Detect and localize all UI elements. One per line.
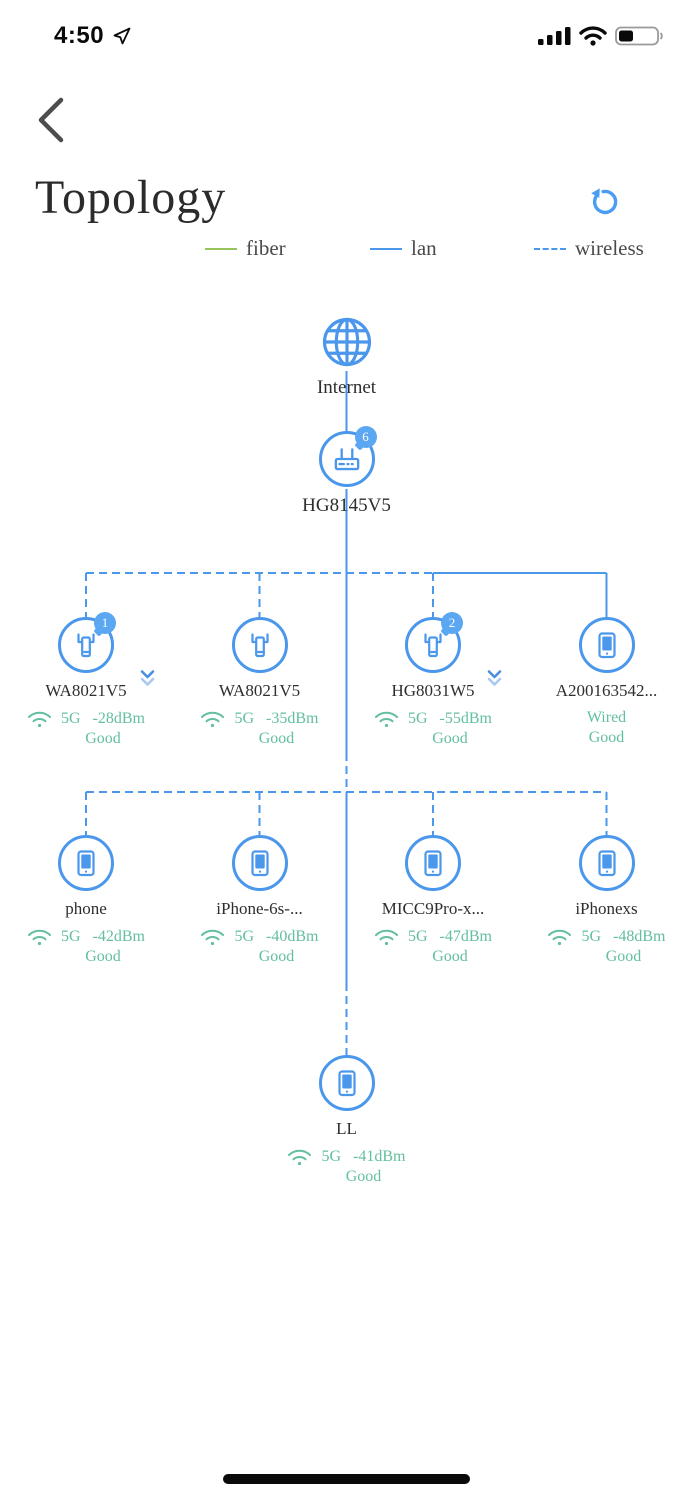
- signal-status: 5G-55dBm Good: [374, 709, 492, 748]
- signal-status: 5G-35dBm Good: [200, 709, 319, 748]
- wifi-signal-icon: [27, 711, 51, 728]
- expand-chevron-icon[interactable]: [486, 668, 503, 688]
- phone-icon[interactable]: [578, 835, 635, 891]
- legend-lan-label: lan: [411, 236, 437, 260]
- node-device[interactable]: 2 HG8031W5 5G-55dBm Good: [358, 612, 508, 748]
- node-label: iPhone-6s-...: [216, 899, 303, 918]
- cellular-signal-icon: [538, 27, 571, 45]
- legend-lan: lan: [370, 236, 437, 261]
- wifi-extender-icon[interactable]: 2: [405, 612, 463, 673]
- clock: 4:50: [54, 22, 105, 49]
- fiber-line-swatch: [205, 247, 237, 250]
- location-arrow-icon: [113, 27, 131, 45]
- client-count-badge: 6: [354, 426, 377, 448]
- signal-status: 5G-40dBm Good: [200, 927, 319, 966]
- wifi-status-icon: [579, 26, 607, 46]
- refresh-button[interactable]: [586, 184, 624, 222]
- signal-status: 5G-28dBm Good: [27, 709, 145, 748]
- node-label: HG8145V5: [302, 495, 391, 516]
- wireless-line-swatch: [534, 247, 566, 250]
- phone-icon[interactable]: [58, 835, 114, 891]
- node-label: phone: [65, 899, 107, 918]
- lan-line-swatch: [370, 247, 402, 250]
- wifi-extender-icon[interactable]: 1: [58, 612, 116, 673]
- status-bar: 4:50: [0, 0, 693, 56]
- node-device[interactable]: MICC9Pro-x... 5G-47dBm Good: [358, 835, 508, 966]
- phone-icon[interactable]: [318, 1055, 375, 1111]
- node-label: MICC9Pro-x...: [381, 899, 485, 918]
- legend-wireless-label: wireless: [575, 236, 644, 260]
- globe-icon: [322, 317, 371, 367]
- wifi-signal-icon: [27, 929, 51, 946]
- home-indicator[interactable]: [223, 1474, 470, 1484]
- signal-status: 5G-41dBm Good: [287, 1147, 406, 1186]
- wifi-extender-icon[interactable]: [231, 617, 288, 673]
- router-icon[interactable]: 6: [318, 426, 377, 487]
- phone-icon[interactable]: [231, 835, 288, 891]
- back-chevron-icon: [38, 97, 64, 143]
- node-label: WA8021V5: [45, 681, 127, 700]
- wifi-signal-icon: [288, 1149, 312, 1166]
- node-label: Internet: [316, 377, 377, 398]
- node-internet[interactable]: Internet: [272, 315, 422, 399]
- node-gateway[interactable]: 6 HG8145V5: [272, 426, 422, 517]
- wifi-signal-icon: [201, 929, 225, 946]
- phone-icon[interactable]: [578, 617, 635, 673]
- refresh-icon: [591, 188, 618, 215]
- wifi-signal-icon: [374, 929, 398, 946]
- node-device[interactable]: iPhonexs 5G-48dBm Good: [532, 835, 682, 966]
- wifi-signal-icon: [374, 711, 398, 728]
- legend-fiber-label: fiber: [246, 236, 286, 260]
- signal-status: 5G-47dBm Good: [374, 927, 492, 966]
- signal-status: 5G-48dBm Good: [547, 927, 666, 966]
- node-device[interactable]: iPhone-6s-... 5G-40dBm Good: [185, 835, 335, 966]
- node-device[interactable]: phone 5G-42dBm Good: [11, 835, 161, 966]
- signal-status: 5G-42dBm Good: [27, 927, 145, 966]
- signal-status: Wired Good: [586, 709, 627, 746]
- client-count-badge: 2: [441, 612, 463, 634]
- wifi-signal-icon: [548, 929, 572, 946]
- legend-fiber: fiber: [205, 236, 286, 261]
- legend-wireless: wireless: [534, 236, 644, 261]
- node-label: HG8031W5: [391, 681, 475, 700]
- node-device[interactable]: WA8021V5 5G-35dBm Good: [185, 617, 335, 748]
- node-device[interactable]: LL 5G-41dBm Good: [272, 1055, 422, 1186]
- page-title: Topology: [35, 171, 227, 224]
- expand-chevron-icon[interactable]: [139, 668, 156, 688]
- wifi-signal-icon: [201, 711, 225, 728]
- node-label: WA8021V5: [218, 681, 301, 700]
- node-device[interactable]: 1 WA8021V5 5G-28dBm Good: [11, 612, 161, 748]
- battery-icon: [615, 26, 663, 46]
- client-count-badge: 1: [94, 612, 116, 634]
- node-device[interactable]: A200163542... Wired Good: [532, 617, 682, 747]
- node-label: iPhonexs: [575, 899, 638, 918]
- back-button[interactable]: [30, 96, 74, 146]
- phone-icon[interactable]: [405, 835, 461, 891]
- node-label: A200163542...: [555, 681, 658, 700]
- node-label: LL: [336, 1119, 357, 1138]
